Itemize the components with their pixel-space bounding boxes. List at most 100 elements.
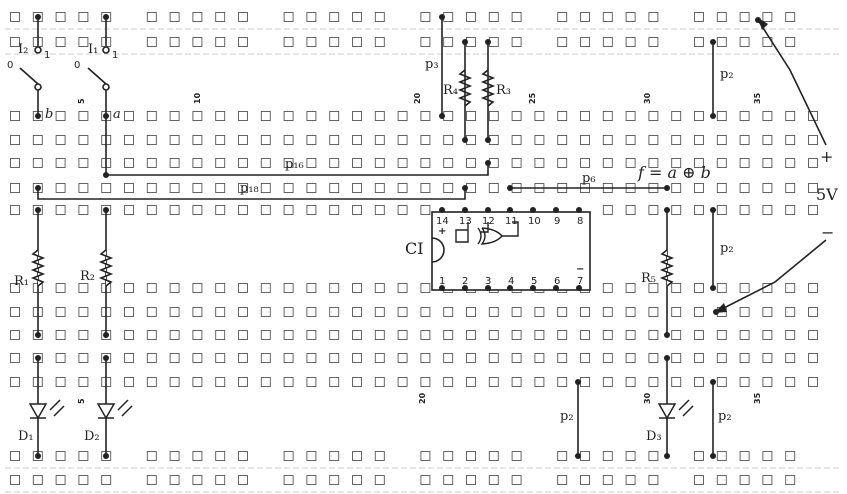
breadboard-hole: [488, 111, 499, 121]
breadboard-hole: [625, 330, 636, 340]
rail-hole: [55, 475, 66, 485]
rail-hole: [283, 37, 294, 47]
breadboard-hole: [694, 205, 704, 215]
breadboard-hole: [443, 353, 454, 363]
breadboard-hole: [488, 307, 499, 317]
breadboard-hole: [192, 135, 203, 145]
rail-hole: [352, 12, 362, 22]
connection-dot: [462, 39, 468, 45]
rail-hole: [557, 12, 568, 22]
rail-hole: [648, 37, 659, 47]
breadboard-hole: [329, 307, 340, 317]
breadboard-hole: [124, 353, 134, 363]
breadboard-hole: [374, 183, 385, 193]
breadboard-hole: [602, 307, 613, 317]
breadboard-hole: [785, 158, 796, 168]
breadboard-hole: [10, 135, 20, 145]
breadboard-hole: [78, 353, 89, 363]
breadboard-hole: [169, 135, 180, 145]
rail-hole: [648, 451, 659, 461]
breadboard-hole: [648, 353, 659, 363]
rail-hole: [306, 475, 317, 485]
rail-hole: [739, 12, 750, 22]
breadboard-hole: [420, 283, 431, 293]
breadboard-hole: [808, 307, 818, 317]
connection-dot: [507, 285, 513, 291]
ic-pin-6: 6: [554, 276, 560, 287]
rail-hole: [694, 12, 704, 22]
breadboard-hole: [739, 353, 750, 363]
rail-hole: [10, 12, 20, 22]
breadboard-hole: [488, 330, 499, 340]
connection-dot: [664, 355, 670, 361]
breadboard-hole: [557, 353, 568, 363]
breadboard-hole: [580, 111, 590, 121]
rail-hole: [374, 475, 385, 485]
rail-hole: [306, 12, 317, 22]
rail-hole: [739, 451, 750, 461]
breadboard-hole: [283, 283, 294, 293]
breadboard-hole: [374, 205, 385, 215]
breadboard-hole: [238, 377, 248, 387]
breadboard-hole: [397, 205, 408, 215]
breadboard-hole: [808, 205, 818, 215]
breadboard-hole: [739, 111, 750, 121]
breadboard-hole: [466, 158, 476, 168]
breadboard-hole: [716, 183, 727, 193]
breadboard-hole: [306, 353, 317, 363]
breadboard-hole: [808, 330, 818, 340]
breadboard-hole: [10, 283, 20, 293]
breadboard-hole: [283, 183, 294, 193]
label-p2-bottom-1: p₂: [560, 409, 574, 424]
connection-dot: [103, 207, 109, 213]
rail-hole: [443, 37, 454, 47]
rail-hole: [55, 12, 66, 22]
col-num-bottom-30: 30: [643, 392, 652, 404]
connection-dot: [35, 207, 41, 213]
breadboard-hole: [443, 307, 454, 317]
resistor-r3: [480, 69, 496, 107]
breadboard-hole: [238, 158, 248, 168]
ic-gnd-mark: −: [576, 264, 584, 275]
label-p6: p₆: [582, 171, 596, 186]
breadboard-hole: [101, 183, 112, 193]
breadboard-hole: [739, 135, 750, 145]
breadboard-hole: [808, 135, 818, 145]
breadboard-hole: [124, 377, 134, 387]
breadboard-hole: [648, 377, 659, 387]
breadboard-hole: [466, 330, 476, 340]
breadboard-hole: [443, 330, 454, 340]
rail-hole: [10, 451, 20, 461]
ic-pin-11: 11: [505, 216, 518, 227]
connection-dot: [485, 39, 491, 45]
breadboard-hole: [671, 135, 682, 145]
rail-hole: [648, 475, 659, 485]
breadboard-hole: [260, 111, 271, 121]
rail-hole: [716, 451, 727, 461]
breadboard-hole: [671, 205, 682, 215]
resistor-r2: [98, 249, 114, 287]
rail-hole: [238, 451, 248, 461]
label-p2-mid: p₂: [720, 241, 734, 256]
label-i2-zero: 0: [7, 60, 13, 71]
breadboard-hole: [10, 158, 20, 168]
breadboard-hole: [648, 135, 659, 145]
connection-dot: [485, 285, 491, 291]
wire-5v-minus: [715, 239, 827, 313]
connection-dot: [439, 113, 445, 119]
connection-dot: [35, 113, 41, 119]
breadboard-hole: [215, 330, 226, 340]
breadboard-hole: [192, 283, 203, 293]
label-ci: CI: [405, 239, 424, 258]
breadboard-hole: [808, 111, 818, 121]
connection-dot: [553, 285, 559, 291]
breadboard-hole: [306, 283, 317, 293]
breadboard-hole: [124, 205, 134, 215]
rail-hole: [55, 451, 66, 461]
breadboard-hole: [374, 111, 385, 121]
breadboard-hole: [488, 183, 499, 193]
wire-5v-plus: [757, 19, 827, 146]
ic-pin-9: 9: [554, 216, 560, 227]
breadboard-hole: [420, 353, 431, 363]
